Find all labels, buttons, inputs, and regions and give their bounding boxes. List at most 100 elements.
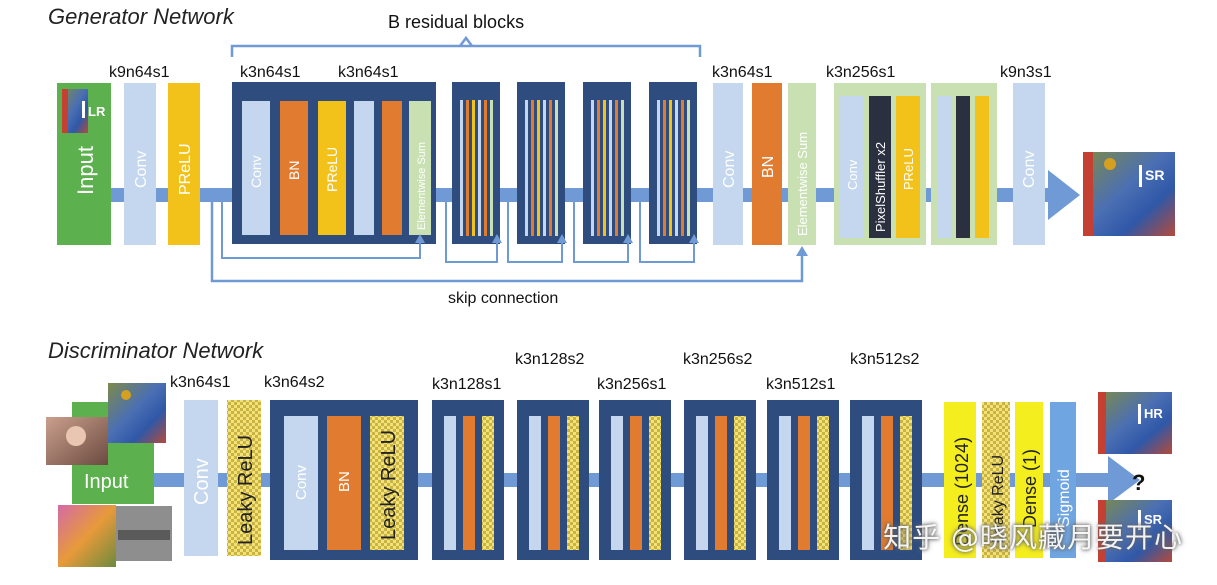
gen-post-conv-block (713, 83, 743, 245)
disc-flow-arrowhead (1108, 456, 1140, 504)
residual-layer-stripe (675, 100, 678, 236)
hr-output-tag: HR (1144, 406, 1163, 421)
residual-layer-stripe (525, 100, 528, 236)
disc-label-block5: k3n256s2 (683, 351, 752, 368)
disc-leaky-text: Leaky ReLU (235, 435, 257, 545)
residual-label: B residual blocks (388, 12, 524, 32)
disc-dense1-block (1015, 402, 1043, 558)
residual-layer-stripe (681, 100, 684, 236)
disc-dense1024-text: Dense (1024) (952, 437, 972, 546)
disc-block-bn (548, 416, 560, 550)
disc-question-mark: ? (1132, 470, 1145, 495)
sr-disc-i-mark (1138, 510, 1141, 530)
generator-flow-arrowhead (1048, 170, 1080, 220)
residual-bracket (230, 44, 702, 57)
sr-disc-tag: SR (1144, 512, 1163, 527)
residual-layer-stripe (549, 100, 552, 236)
gen-post-sum-block (788, 83, 816, 245)
generator-title: Generator Network (48, 4, 234, 29)
disc-block-bn (630, 416, 642, 550)
hr-output-edge (1098, 392, 1106, 454)
disc-block-conv (444, 416, 456, 550)
disc-label-block2: k3n128s1 (432, 376, 501, 393)
gen-post-bn-text: BN (760, 156, 777, 178)
disc-conv-text: Conv (191, 458, 213, 505)
sr-output-image (1083, 152, 1175, 236)
up1-conv (840, 96, 864, 238)
lr-tag: LR (88, 104, 106, 119)
gen-label-final-conv: k9n3s1 (1000, 64, 1052, 81)
residual-block-compact (517, 82, 565, 244)
gen-post-bn-block (752, 83, 782, 245)
disc-block-compact (517, 400, 589, 560)
disc-block-leaky (900, 416, 912, 550)
residual-block-compact (649, 82, 697, 244)
disc-label-block1: k3n64s2 (264, 374, 325, 391)
disc-block1-conv-text: Conv (293, 464, 310, 500)
disc-block1-bn-text: BN (336, 471, 353, 492)
res-bn-b (382, 101, 402, 235)
disc-input-bird-eye (121, 390, 131, 400)
residual-layer-stripe (531, 100, 534, 236)
up2-conv (937, 96, 951, 238)
disc-label-block7: k3n512s2 (850, 351, 919, 368)
residual-layer-stripe (657, 100, 660, 236)
gen-label-res-conv2: k3n64s1 (338, 64, 399, 81)
res-conv-a (242, 101, 270, 235)
res-conv-b (354, 101, 374, 235)
skip-connection-label: skip connection (448, 290, 558, 307)
residual-layer-stripe (663, 100, 666, 236)
disc-block-compact (850, 400, 922, 560)
residual-layer-stripe (615, 100, 618, 236)
gen-prelu-text: PReLU (177, 143, 194, 195)
disc-conv-block (184, 400, 218, 556)
disc-block1-leaky-text: Leaky ReLU (378, 430, 400, 540)
residual-layer-stripe (543, 100, 546, 236)
residual-layer-stripe (478, 100, 481, 236)
disc-block-compact (684, 400, 756, 560)
up1-conv-text: Conv (845, 159, 860, 190)
gen-prelu-block (168, 83, 200, 245)
gen-final-conv-text: Conv (1021, 151, 1038, 188)
disc-input-butterfly (58, 505, 116, 567)
disc-input-face (66, 426, 86, 446)
disc-block-leaky (649, 416, 661, 550)
disc-block-leaky (567, 416, 579, 550)
gen-label-res-conv1: k3n64s1 (240, 64, 301, 81)
generator-input-label: Input (73, 146, 98, 195)
disc-block-bn (798, 416, 810, 550)
res-sum-block (409, 101, 431, 235)
disc-block-bn (463, 416, 475, 550)
residual-layer-stripe (687, 100, 690, 236)
disc-dense1024-block (944, 402, 976, 558)
disc-block-leaky (482, 416, 494, 550)
disc-label-block4: k3n256s1 (597, 376, 666, 393)
gen-label-post-conv: k3n64s1 (712, 64, 773, 81)
residual-block-compact (583, 82, 631, 244)
residual-layer-stripe (597, 100, 600, 236)
disc-sigmoid-block (1050, 402, 1076, 558)
res-sum-text: Elementwise Sum (416, 142, 428, 230)
residual-layer-stripe (555, 100, 558, 236)
disc-block1-bn (327, 416, 361, 550)
lr-thumbnail-edge (62, 89, 68, 133)
res-conv-a-text: Conv (248, 155, 264, 188)
gen-conv-block (124, 83, 156, 245)
sr-i-mark (1139, 165, 1142, 187)
disc-block-conv (529, 416, 541, 550)
disc-leaky-block (227, 400, 261, 556)
residual-layer-stripe (484, 100, 487, 236)
disc-block-bn (881, 416, 893, 550)
disc-block-conv (779, 416, 791, 550)
disc-block1-leaky (370, 416, 404, 550)
disc-compact-blocks (432, 400, 922, 560)
residual-layer-stripe (669, 100, 672, 236)
gen-label-conv1: k9n64s1 (109, 64, 170, 81)
up1-prelu (896, 96, 920, 238)
disc-block-compact (767, 400, 839, 560)
res-bn-a-text: BN (286, 161, 302, 180)
disc-block-leaky (734, 416, 746, 550)
disc-block-leaky (817, 416, 829, 550)
